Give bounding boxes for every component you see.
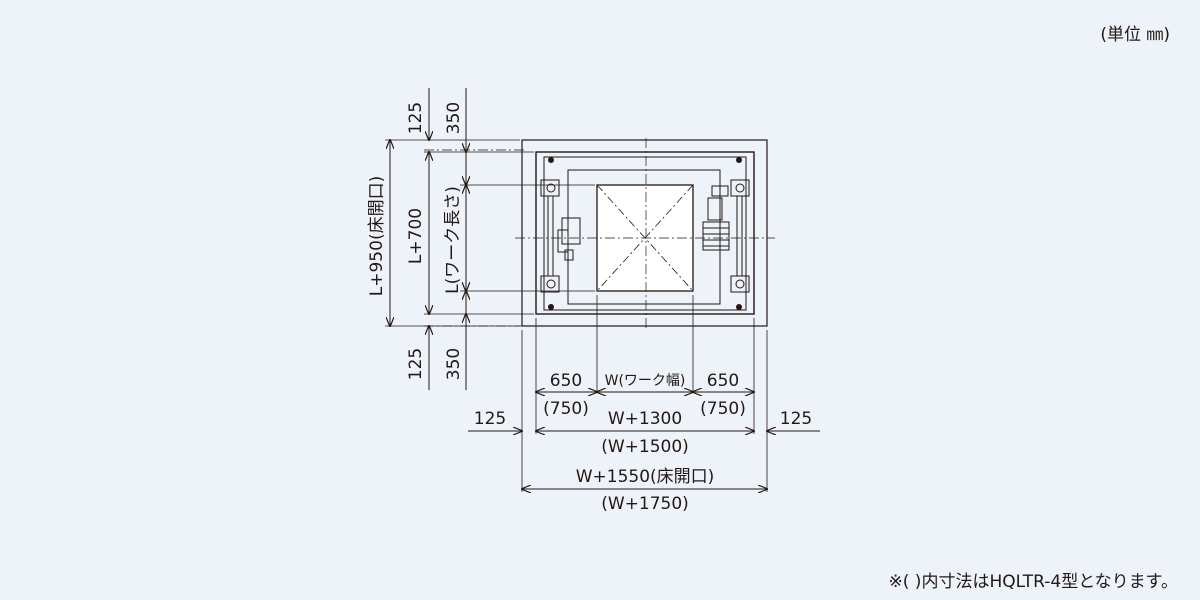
horizontal-extension-lines [385,139,595,327]
dim-floor-opening-length: L+950(床開口) [367,176,387,296]
dim-650-left: 650 [550,371,582,391]
right-mechanism [702,179,750,293]
dim-w1300: W+1300 [608,409,682,429]
corner-bolts [548,157,742,310]
floor-opening-outline [521,139,768,327]
dim-left-top-125: 125 [406,102,426,134]
dim-650-right-alt: (750) [700,399,746,419]
dim-650-left-alt: (750) [543,399,589,419]
dim-work-width: W(ワーク幅) [605,373,686,389]
footnote: ※( )内寸法はHQLTR-4型となります。 [888,572,1178,592]
dim-work-length: L(ワーク長さ) [443,186,463,294]
vertical-extension-lines [521,295,768,492]
machine-frame [535,151,755,315]
dim-length-l700: L+700 [406,208,426,264]
dim-left-bottom-125: 125 [406,348,426,380]
vertical-dimension-lines [390,88,466,390]
dim-125-right: 125 [780,409,812,429]
left-mechanism [540,179,581,293]
dim-left-bottom-350: 350 [444,348,464,380]
dim-left-top-350: 350 [444,102,464,134]
horizontal-dimension-lines [468,392,820,489]
unit-note: (単位 ㎜) [1100,25,1170,45]
dim-w1300-alt: (W+1500) [601,437,689,457]
dim-125-left: 125 [474,409,506,429]
machine-inner-frame [543,156,747,311]
dim-650-right: 650 [707,371,739,391]
dim-floor-opening-width-alt: (W+1750) [601,494,689,514]
dim-floor-opening-width: W+1550(床開口) [576,467,715,487]
